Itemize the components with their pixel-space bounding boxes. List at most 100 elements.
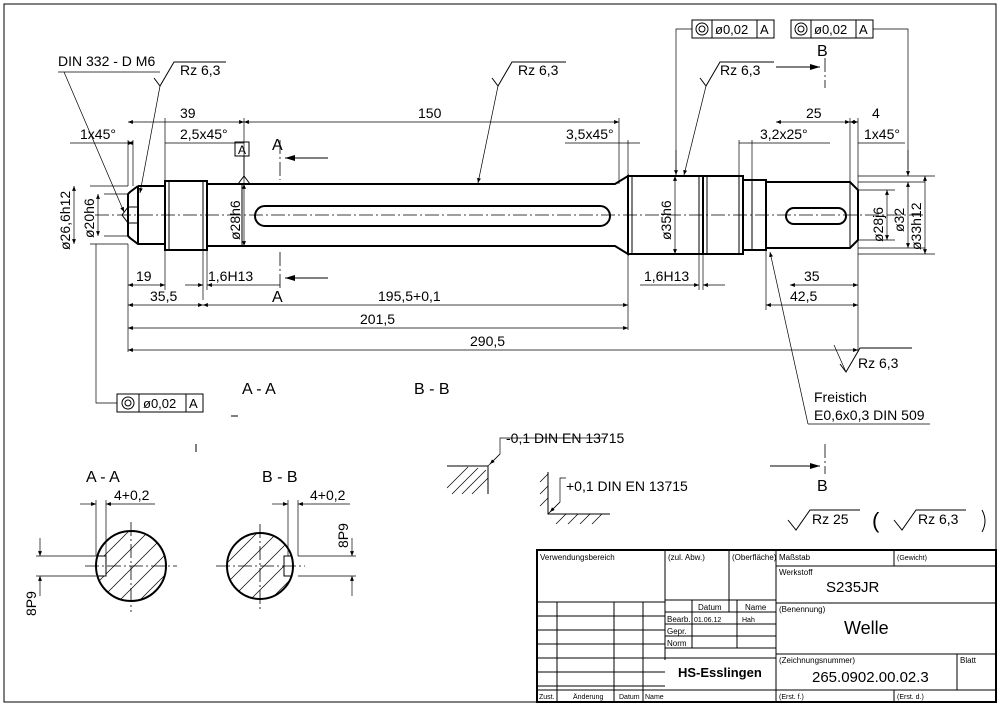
dia-28j6: ø28j6 — [870, 207, 886, 242]
surface-rz-groove: Rz 6,3 — [858, 355, 899, 371]
tb-benennung-label: (Benennung) — [779, 605, 826, 614]
tolerance-datum-1: A — [760, 22, 769, 37]
tb-massstab: Maßstab — [779, 553, 811, 562]
bb-keyway-depth: 8P9 — [335, 523, 351, 548]
tolerance-frame-1 — [674, 19, 775, 175]
tb-werkstoff-label: Werkstoff — [779, 568, 813, 577]
tb-gewicht: (Gewicht) — [897, 555, 927, 562]
tolerance-value-1: ø0,02 — [715, 22, 748, 37]
surface-symbol-left — [138, 61, 226, 194]
center-drill-label: DIN 332 - D M6 — [58, 53, 155, 69]
dim-1-6h13-left: 1,6H13 — [208, 268, 253, 284]
tb-erst-d: (Erst. d.) — [897, 694, 924, 701]
dim-25: 25 — [806, 105, 822, 121]
dim-35: 35 — [804, 268, 820, 284]
tb-zust: Zust. — [539, 694, 555, 701]
tb-datum-foot: Datum — [619, 694, 640, 701]
title-block — [536, 549, 997, 703]
section-label-a-top: A — [272, 137, 283, 154]
tb-werkstoff: S235JR — [826, 579, 880, 596]
tolerance-datum-3: A — [189, 396, 198, 411]
tb-bearb-datum: 01.06.12 — [694, 617, 721, 624]
datum-a-box — [234, 141, 250, 157]
section-view-bb — [216, 500, 356, 610]
dim-19: 19 — [136, 268, 152, 284]
tb-oberflaeche: (Oberfläche) — [732, 553, 777, 562]
freistich-spec: E0,6x0,3 DIN 509 — [814, 407, 925, 423]
dia-35h6: ø35h6 — [658, 200, 674, 240]
aa-keyway-depth: 8P9 — [23, 591, 39, 616]
section-label-b-bottom: B — [817, 478, 828, 495]
section-label-a-bottom: A — [272, 289, 283, 306]
surface-symbol-right — [683, 61, 774, 176]
view-title-bb: B - B — [262, 469, 298, 486]
dim-4: 4 — [872, 105, 880, 121]
chamfer-1x45-left: 1x45° — [80, 126, 116, 142]
tolerance-value-3: ø0,02 — [143, 396, 176, 411]
dia-33h12: ø33h12 — [908, 202, 924, 250]
tb-bearb-name: Hah — [742, 617, 755, 624]
dia-26-6h12: ø26,6h12 — [57, 191, 73, 250]
section-label-b-top: B — [817, 43, 828, 60]
chamfer-2-5x45: 2,5x45° — [180, 126, 228, 142]
surface-rz-right: Rz 6,3 — [720, 62, 761, 78]
tolerance-datum-2: A — [859, 22, 868, 37]
tolerance-value-2: ø0,02 — [814, 22, 847, 37]
tb-norm: Norm — [667, 639, 687, 648]
tb-erst-f: (Erst. f.) — [779, 694, 804, 701]
dim-42-5: 42,5 — [790, 288, 817, 304]
surface-symbol-middle — [477, 61, 566, 184]
dimension-lines — [70, 120, 905, 352]
dim-290-5: 290,5 — [470, 333, 505, 349]
tb-benennung: Welle — [844, 618, 889, 638]
general-rz-25: Rz 25 — [812, 511, 849, 527]
view-title-bb-upper: B - B — [414, 381, 450, 398]
general-rz-63: Rz 6,3 — [918, 511, 959, 527]
surface-symbol-groove — [833, 344, 912, 373]
view-title-aa-upper: A - A — [242, 381, 276, 398]
bb-keyway-width: 4+0,2 — [310, 487, 346, 503]
diameter-lines — [72, 176, 927, 254]
tb-datum-head: Datum — [698, 603, 722, 612]
dim-201-5: 201,5 — [360, 311, 395, 327]
tb-firma: HS-Esslingen — [678, 665, 762, 680]
general-surface-symbol-2 — [893, 509, 966, 531]
freistich-label: Freistich — [814, 389, 867, 405]
tb-name-foot: Name — [645, 694, 664, 701]
edge-tolerance-minus: -0,1 DIN EN 13715 — [506, 430, 624, 446]
tb-aenderung: Änderung — [573, 693, 603, 701]
dia-28h6: ø28h6 — [227, 200, 243, 240]
extension-lines — [90, 118, 935, 352]
chamfer-1x45-right: 1x45° — [864, 126, 900, 142]
dim-195-5: 195,5+0,1 — [378, 288, 441, 304]
chamfer-3-5x45: 3,5x45° — [566, 126, 614, 142]
edge-symbol-minus — [446, 437, 605, 495]
surface-rz-middle: Rz 6,3 — [518, 62, 559, 78]
tb-verwendung: Verwendungsbereich — [540, 553, 615, 562]
edge-tolerance-plus: +0,1 DIN EN 13715 — [566, 478, 688, 494]
datum-a-label: A — [238, 143, 246, 157]
tb-blatt: Blatt — [960, 656, 977, 665]
view-title-aa: A - A — [86, 469, 120, 486]
tb-zeichnr: 265.0902.00.02.3 — [812, 669, 929, 686]
general-surface-symbol — [787, 509, 860, 531]
dim-39: 39 — [180, 105, 196, 121]
section-marker-a — [279, 140, 328, 290]
tolerance-frame-2 — [790, 19, 910, 176]
tolerance-frame-3 — [95, 244, 204, 413]
drawing-frame — [3, 3, 997, 703]
general-paren-open: ( — [872, 508, 880, 533]
tb-zul-abw: (zul. Abw.) — [668, 553, 705, 562]
section-view-aa — [36, 500, 177, 612]
tb-name-head: Name — [745, 603, 767, 612]
surface-rz-left: Rz 6,3 — [180, 62, 221, 78]
section-marker-b — [770, 58, 826, 474]
dim-150: 150 — [418, 105, 442, 121]
tb-bearb: Bearb. — [667, 615, 691, 624]
aa-keyway-width: 4+0,2 — [114, 487, 150, 503]
dia-20h6: ø20h6 — [81, 198, 97, 238]
chamfer-3-2x25: 3,2x25° — [760, 126, 808, 142]
edge-symbol-plus — [539, 472, 610, 525]
tb-gepr: Gepr. — [667, 627, 687, 636]
